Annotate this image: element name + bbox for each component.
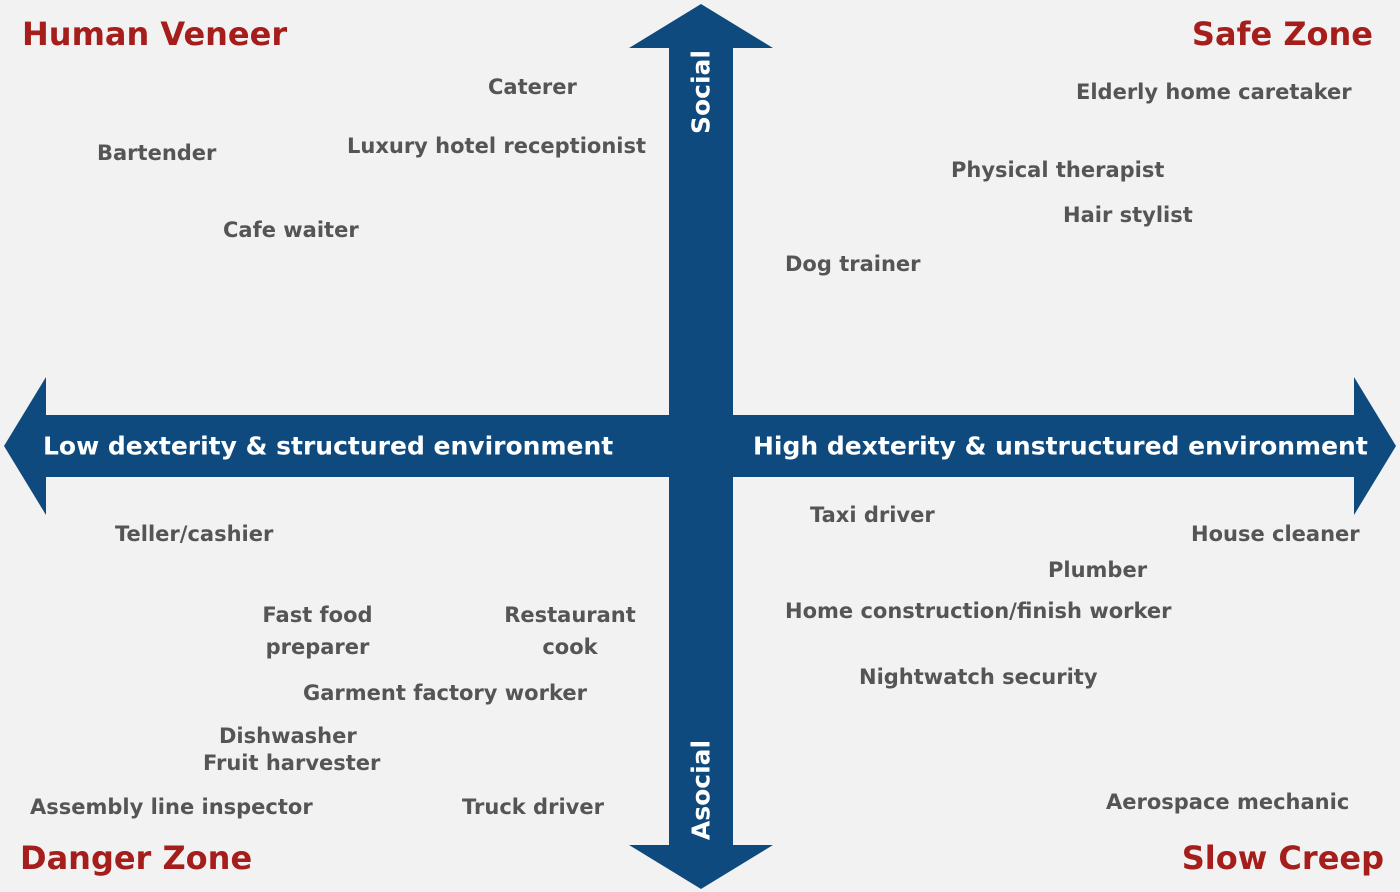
quadrant-title-safe-zone: Safe Zone bbox=[1191, 15, 1373, 53]
job-aerospace-mechanic: Aerospace mechanic bbox=[1106, 790, 1350, 814]
job-hair-stylist: Hair stylist bbox=[1063, 203, 1193, 227]
job-truck-driver: Truck driver bbox=[462, 795, 604, 819]
quadrant-title-danger-zone: Danger Zone bbox=[20, 839, 253, 877]
axis-label-social: Social bbox=[686, 49, 716, 135]
job-teller-cashier: Teller/cashier bbox=[115, 522, 274, 546]
job-cafe-waiter: Cafe waiter bbox=[223, 218, 359, 242]
job-caterer: Caterer bbox=[488, 75, 577, 99]
job-taxi-driver: Taxi driver bbox=[810, 503, 935, 527]
job-home-construction-finish-worker: Home construction/finish worker bbox=[785, 599, 1172, 623]
quadrant-title-human-veneer: Human Veneer bbox=[22, 15, 288, 53]
axis-label-low-dexterity: Low dexterity & structured environment bbox=[43, 431, 614, 461]
job-plumber: Plumber bbox=[1048, 558, 1148, 582]
job-garment-factory-worker: Garment factory worker bbox=[303, 681, 587, 705]
job-assembly-line-inspector: Assembly line inspector bbox=[30, 795, 313, 819]
job-fast-food-preparer: Fast food preparer bbox=[262, 603, 373, 659]
job-dishwasher: Dishwasher bbox=[219, 724, 357, 748]
job-physical-therapist: Physical therapist bbox=[951, 158, 1165, 182]
job-restaurant-cook: Restaurant cook bbox=[504, 603, 636, 659]
job-dog-trainer: Dog trainer bbox=[785, 252, 921, 276]
axis-label-asocial: Asocial bbox=[686, 739, 716, 841]
job-bartender: Bartender bbox=[97, 141, 217, 165]
quadrant-title-slow-creep: Slow Creep bbox=[1181, 839, 1384, 877]
axis-label-high-dexterity: High dexterity & unstructured environmen… bbox=[753, 431, 1368, 461]
horizontal-axis-arrow bbox=[4, 377, 1396, 515]
job-nightwatch-security: Nightwatch security bbox=[859, 665, 1098, 689]
job-elderly-home-caretaker: Elderly home caretaker bbox=[1076, 80, 1352, 104]
job-luxury-hotel-receptionist: Luxury hotel receptionist bbox=[347, 134, 647, 158]
job-house-cleaner: House cleaner bbox=[1191, 522, 1360, 546]
job-fruit-harvester: Fruit harvester bbox=[203, 751, 381, 775]
